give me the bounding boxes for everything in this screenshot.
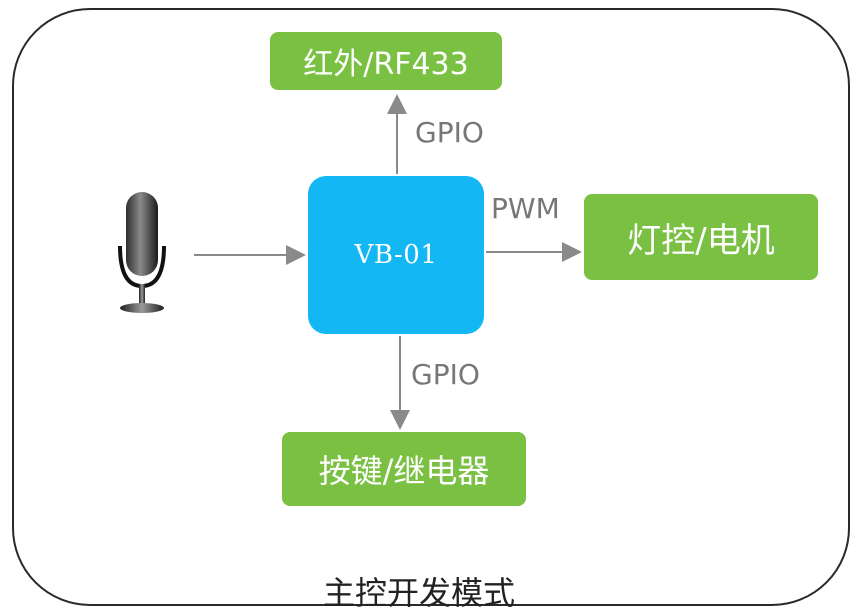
vb01-module-box: VB-01 <box>308 176 484 334</box>
pwm-label: PWM <box>491 192 560 225</box>
gpio-bottom-label: GPIO <box>411 358 480 391</box>
ir-rf433-box: 红外/RF433 <box>270 32 502 90</box>
microphone-icon <box>118 192 166 313</box>
gpio-top-label: GPIO <box>415 116 484 149</box>
main-control-mode-label: 主控开发模式 <box>323 574 516 612</box>
button-relay-box: 按键/继电器 <box>282 432 526 506</box>
light-motor-box: 灯控/电机 <box>584 194 818 280</box>
